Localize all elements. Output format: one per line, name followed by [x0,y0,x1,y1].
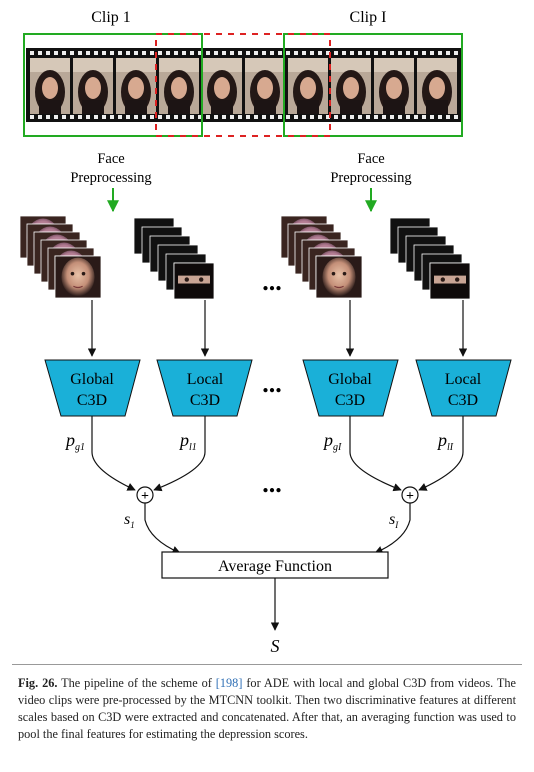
global-c3d-block-1: Global C3D [44,359,141,417]
svg-text:C3D: C3D [190,392,220,409]
prob-label-gi: pgI [322,430,342,453]
film-frame [374,58,414,114]
concat-node-1: + [136,486,154,504]
score-label-1: s1 [124,511,135,530]
local-c3d-block-1: Local C3D [156,359,253,417]
prob-label-l1: pl1 [178,430,197,453]
svg-text:C3D: C3D [77,392,107,409]
clip-i-label: Clip I [350,9,387,26]
clip-1-label: Clip 1 [91,9,131,26]
local-c3d-block-i: Local C3D [415,359,512,417]
film-frame [159,58,199,114]
ellipsis-c3d: ... [262,369,282,398]
svg-text:C3D: C3D [448,392,478,409]
face-preprocessing-label-1b: Preprocessing [70,170,151,186]
svg-text:Global: Global [328,371,372,388]
film-frame [331,58,371,114]
output-score-label: S [271,636,280,656]
clip-i-box [283,33,463,137]
svg-text:Local: Local [445,371,482,388]
face-frame-front [315,255,363,299]
global-face-stack-1 [19,215,102,299]
pipeline-diagram: Clip 1 Clip I Face Preprocessing Face Pr… [19,9,512,656]
film-frame [202,58,242,114]
film-frame [73,58,113,114]
concat-node-i: + [401,486,419,504]
film-frame [30,58,70,114]
film-frame [288,58,328,114]
svg-text:C3D: C3D [335,392,365,409]
global-c3d-block-i: Global C3D [302,359,399,417]
film-frame [417,58,457,114]
face-preprocessing-label-2b: Preprocessing [330,170,411,186]
citation-link[interactable]: [198] [215,676,243,690]
local-face-stack-i [389,217,471,300]
figure-caption: Fig. 26. The pipeline of the scheme of [… [18,675,516,743]
svg-text:+: + [406,489,414,504]
svg-text:+: + [141,489,149,504]
video-film-strip [26,48,463,122]
intermediate-clip-dashed-box [155,33,331,137]
film-frame [245,58,285,114]
figure-number: Fig. 26. [18,676,58,690]
svg-text:Global: Global [70,371,114,388]
face-preprocessing-label-2: Face [357,151,384,167]
prob-label-li: plI [436,430,454,453]
prob-label-g1: pg1 [64,430,85,453]
face-frame-front [54,255,102,299]
svg-text:Average Function: Average Function [218,558,332,575]
face-frame-front [429,262,471,300]
clip-1-box [23,33,203,137]
face-preprocessing-label-1: Face [97,151,124,167]
local-face-stack-1 [133,217,215,300]
caption-divider [12,664,522,665]
score-label-i: sI [389,511,399,530]
ellipsis-faces: ... [262,267,282,296]
film-frame [116,58,156,114]
caption-text-end: for ADE with local and global C3D from v… [18,676,516,741]
global-face-stack-i [280,215,363,299]
svg-text:Local: Local [187,371,224,388]
caption-text-start: The pipeline of the scheme of [57,676,216,690]
face-frame-front [173,262,215,300]
average-function-box: Average Function [161,551,389,579]
ellipsis-concat: ... [262,469,282,498]
